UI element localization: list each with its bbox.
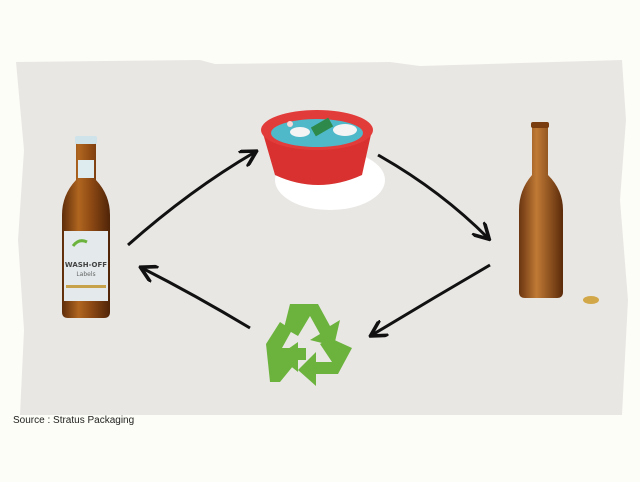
arrow-bottle-to-basin — [127, 152, 255, 247]
empty-beer-bottle — [519, 122, 563, 298]
recycle-icon — [266, 304, 352, 386]
bottle-label-brand: WASH-OFF — [65, 261, 107, 269]
arrow-basin-to-bottle — [377, 153, 488, 238]
labelled-beer-bottle: WASH-OFF Labels — [62, 136, 110, 318]
arrow-bottle-to-recycle — [372, 263, 491, 335]
torn-paper-background — [16, 60, 628, 415]
bottle-label-sub: Labels — [76, 271, 95, 278]
washing-basin — [261, 110, 385, 210]
arrow-recycle-to-bottle — [142, 268, 251, 330]
source-caption: Source : Stratus Packaging — [13, 415, 135, 426]
bottle-cap — [583, 296, 599, 304]
